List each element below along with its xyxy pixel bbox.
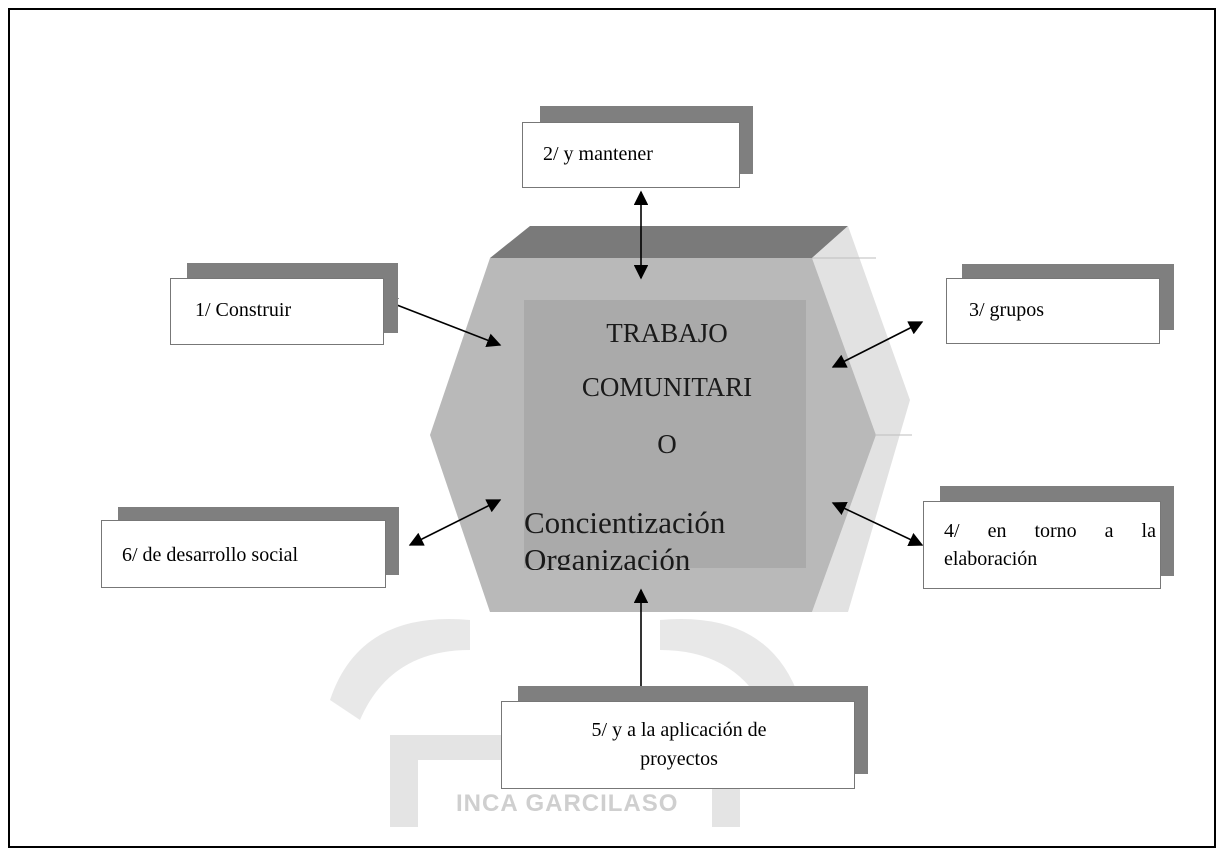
center-concientizacion: Concientización [524,505,726,540]
box-2-label: 2/ y mantener [543,143,653,165]
box-1-label: 1/ Construir [195,299,292,321]
arrow-3 [831,321,924,368]
center-title-line3: O [657,429,677,459]
box-4-label-line1: 4/ en torno a la [944,520,1156,542]
box-6-label: 6/ de desarrollo social [122,544,299,566]
hexagon-inner-panel [524,300,806,568]
box-5-aplicacion-proyectos: 5/ y a la aplicación de proyectos [501,701,855,789]
box-1-construir: 1/ Construir [170,278,384,345]
arrow-6 [408,499,502,546]
box-4-label-line2: elaboración [944,548,1038,570]
watermark-text: INCA GARCILASO [456,790,679,817]
box-2-y-mantener: 2/ y mantener [522,122,740,188]
box-3-label: 3/ grupos [969,299,1044,321]
arrow-4 [831,502,924,546]
box-5-label-line1: 5/ y a la aplicación de [591,719,767,741]
box-3-grupos: 3/ grupos [946,278,1160,344]
center-organizacion: Organización [524,542,691,570]
hexagon-top-face [490,226,848,258]
box-5-label-line2: proyectos [640,748,718,770]
center-title-line2: COMUNITARI [581,372,753,402]
diagram-canvas [330,190,924,827]
box-4-elaboracion: 4/ en torno a la elaboración [923,501,1161,589]
box-6-desarrollo-social: 6/ de desarrollo social [101,520,386,588]
arrow-1 [382,297,502,348]
center-title-line1: TRABAJO [606,318,728,348]
